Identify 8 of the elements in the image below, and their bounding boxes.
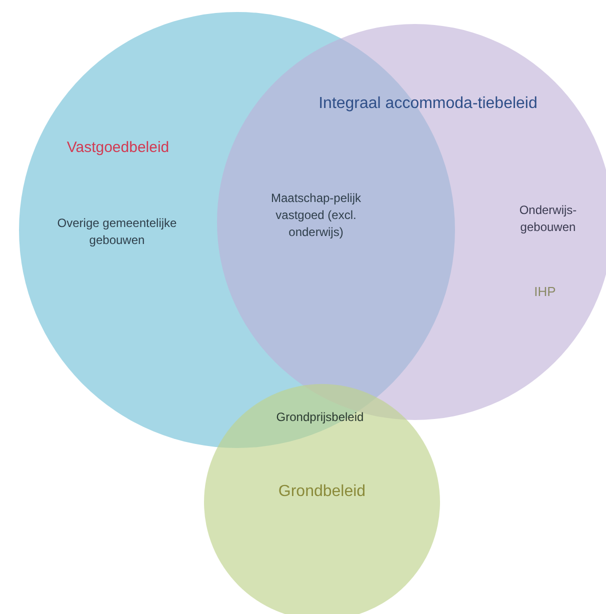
circle-title: Vastgoedbeleid: [66, 138, 170, 158]
circle-title: Integraal accommoda-tiebeleid: [318, 94, 538, 114]
circle-text: Overige gemeentelijke gebouwen: [57, 215, 177, 249]
overlap-label: Grondprijsbeleid: [275, 409, 365, 426]
circle-text: IHP: [533, 283, 557, 301]
circle-text: Onderwijs-gebouwen: [518, 202, 578, 236]
overlap-label: Maatschap-pelijk vastgoed (excl. onderwijs): [270, 190, 362, 241]
circle-title: Grondbeleid: [277, 482, 367, 502]
